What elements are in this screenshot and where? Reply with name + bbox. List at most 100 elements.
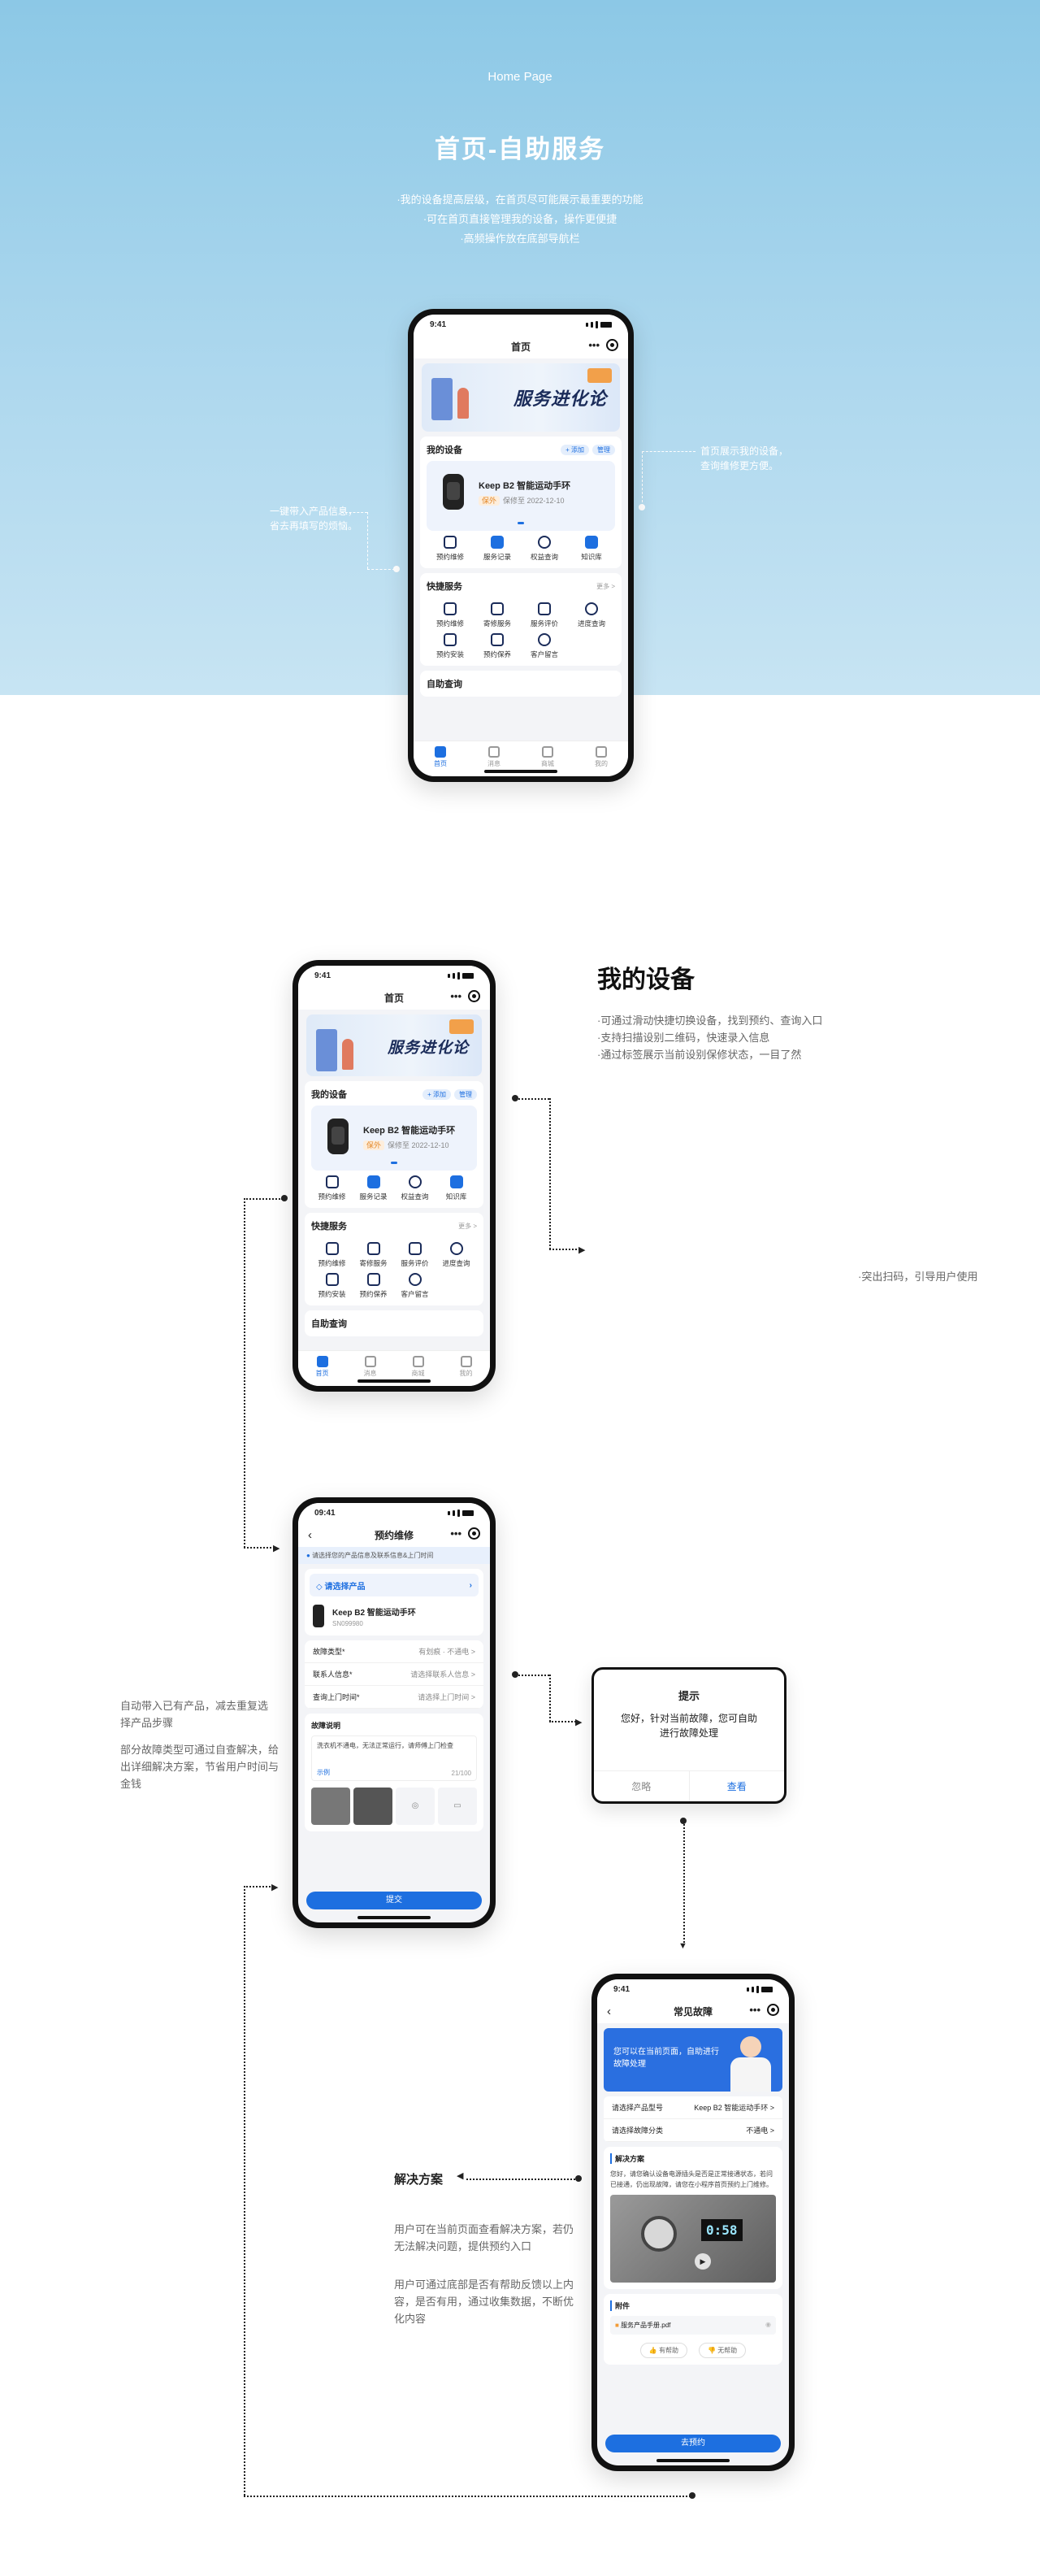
thumb-down-icon: 👎: [708, 2347, 718, 2354]
signal-icon: [448, 971, 474, 980]
row-value: 不通电 >: [746, 2126, 774, 2135]
feedback-row: 👍 有帮助 👎 无帮助: [610, 2343, 776, 2358]
quick-item[interactable]: 预约安装: [427, 633, 474, 659]
quick-item[interactable]: 客户留言: [521, 633, 568, 659]
quick-item[interactable]: 进度查询: [568, 602, 615, 628]
quick-item[interactable]: 预约保养: [353, 1273, 394, 1299]
back-icon[interactable]: ‹: [607, 2004, 611, 2018]
close-target-icon[interactable]: [468, 990, 480, 1002]
action-records[interactable]: 服务记录: [474, 536, 521, 562]
tab-home[interactable]: 首页: [298, 1351, 346, 1386]
tab-mall[interactable]: 商城: [394, 1351, 442, 1386]
tip-bar: ● 请选择您的产品信息及联系信息&上门时间: [298, 1547, 490, 1564]
agent-body: [730, 2057, 771, 2092]
connector: [642, 451, 643, 506]
more-icon[interactable]: •••: [450, 1527, 462, 1540]
more-link[interactable]: 更多 >: [596, 582, 615, 590]
book-button[interactable]: 去预约: [605, 2435, 781, 2452]
contact-row[interactable]: 联系人信息*请选择联系人信息 >: [305, 1663, 483, 1686]
action-label: 预约维修: [318, 1192, 346, 1201]
action-repair[interactable]: 预约维修: [427, 536, 474, 562]
quick-item[interactable]: 预约安装: [311, 1273, 353, 1299]
tab-label: 我的: [595, 760, 608, 767]
manage-button[interactable]: 管理: [592, 445, 615, 455]
action-rights[interactable]: 权益查询: [521, 536, 568, 562]
capsule: •••: [749, 2004, 779, 2016]
quick-item[interactable]: 预约维修: [311, 1242, 353, 1268]
phone-repair: 09:41 ‹预约维修••• ● 请选择您的产品信息及联系信息&上门时间 ◇ 请…: [292, 1497, 496, 1928]
quick-item[interactable]: 预约维修: [427, 602, 474, 628]
quick-item[interactable]: 服务评价: [394, 1242, 436, 1268]
more-icon[interactable]: •••: [749, 2004, 760, 2016]
view-button[interactable]: 查看: [726, 1781, 747, 1792]
add-button[interactable]: + 添加: [561, 445, 589, 455]
banner[interactable]: 服务进化论: [306, 1014, 482, 1076]
unhelpful-button[interactable]: 👎 无帮助: [699, 2343, 747, 2358]
connector: [244, 2496, 691, 2497]
tab-home[interactable]: 首页: [414, 741, 467, 776]
row-label: 故障类型*: [313, 1648, 345, 1656]
photo-thumb[interactable]: [311, 1788, 350, 1825]
more-icon[interactable]: •••: [450, 990, 462, 1002]
manage-button[interactable]: 管理: [454, 1089, 477, 1100]
more-icon[interactable]: •••: [588, 339, 600, 351]
connector-dot: [393, 566, 400, 572]
close-target-icon[interactable]: [468, 1527, 480, 1540]
attach-title: 附件: [610, 2300, 776, 2311]
action-rights[interactable]: 权益查询: [394, 1175, 436, 1201]
play-icon[interactable]: ▶: [695, 2253, 711, 2270]
device-card[interactable]: Keep B2 智能运动手环保外保修至 2022-12-10: [311, 1106, 477, 1171]
add-button[interactable]: + 添加: [422, 1089, 451, 1100]
select-product-button[interactable]: ◇ 请选择产品›: [310, 1574, 479, 1596]
note-line: 查询维修更方便。: [700, 460, 779, 471]
tab-message[interactable]: 消息: [346, 1351, 394, 1386]
back-icon[interactable]: ‹: [308, 1527, 312, 1542]
quick-item[interactable]: 寄修服务: [474, 602, 521, 628]
dialog-title: 提示: [678, 1690, 700, 1702]
video-icon[interactable]: ▭: [438, 1788, 477, 1825]
close-target-icon[interactable]: [767, 2004, 779, 2016]
action-knowledge[interactable]: 知识库: [568, 536, 615, 562]
tab-message[interactable]: 消息: [467, 741, 521, 776]
fault-type-row[interactable]: 故障类型*有划痕 · 不通电 >: [305, 1640, 483, 1663]
quick-item[interactable]: 寄修服务: [353, 1242, 394, 1268]
submit-button[interactable]: 提交: [306, 1892, 482, 1909]
camera-icon[interactable]: ◎: [396, 1788, 435, 1825]
status-time: 09:41: [314, 1508, 336, 1518]
message-icon: [408, 1273, 422, 1286]
tab-mine[interactable]: 我的: [442, 1351, 490, 1386]
helpful-button[interactable]: 👍 有帮助: [639, 2343, 687, 2358]
person-illustration: [342, 1039, 353, 1070]
tab-mall[interactable]: 商城: [521, 741, 574, 776]
example-link[interactable]: 示例: [317, 1769, 330, 1776]
quick-item[interactable]: 客户留言: [394, 1273, 436, 1299]
banner[interactable]: 服务进化论: [422, 363, 620, 432]
ignore-button[interactable]: 忽略: [594, 1771, 690, 1801]
action-records[interactable]: 服务记录: [353, 1175, 394, 1201]
visit-time-row[interactable]: 查询上门时间*请选择上门时间 >: [305, 1686, 483, 1709]
more-link[interactable]: 更多 >: [458, 1222, 477, 1230]
quick-item[interactable]: 进度查询: [436, 1242, 477, 1268]
book-icon: [585, 536, 598, 549]
quick-item[interactable]: 服务评价: [521, 602, 568, 628]
quick-item[interactable]: 预约保养: [474, 633, 521, 659]
fault-row[interactable]: 请选择故障分类不通电 >: [604, 2119, 782, 2142]
attachment-file[interactable]: ■ 服务产品手册.pdf◉: [610, 2316, 776, 2335]
device-card[interactable]: Keep B2 智能运动手环保外保修至 2022-12-10: [427, 461, 615, 531]
close-target-icon[interactable]: [606, 339, 618, 351]
action-repair[interactable]: 预约维修: [311, 1175, 353, 1201]
action-knowledge[interactable]: 知识库: [436, 1175, 477, 1201]
nav-bar: 首页•••: [298, 985, 490, 1010]
photo-thumb[interactable]: [353, 1788, 392, 1825]
tab-mine[interactable]: 我的: [574, 741, 628, 776]
solution-video[interactable]: 0:58 ▶: [610, 2195, 776, 2283]
select-product-label: 请选择产品: [324, 1582, 366, 1592]
board-illustration: [431, 378, 453, 420]
search-icon: [408, 1175, 422, 1188]
connector: [515, 1675, 549, 1676]
tab-label: 我的: [459, 1370, 473, 1377]
hero-subtitle: Home Page: [488, 70, 552, 84]
